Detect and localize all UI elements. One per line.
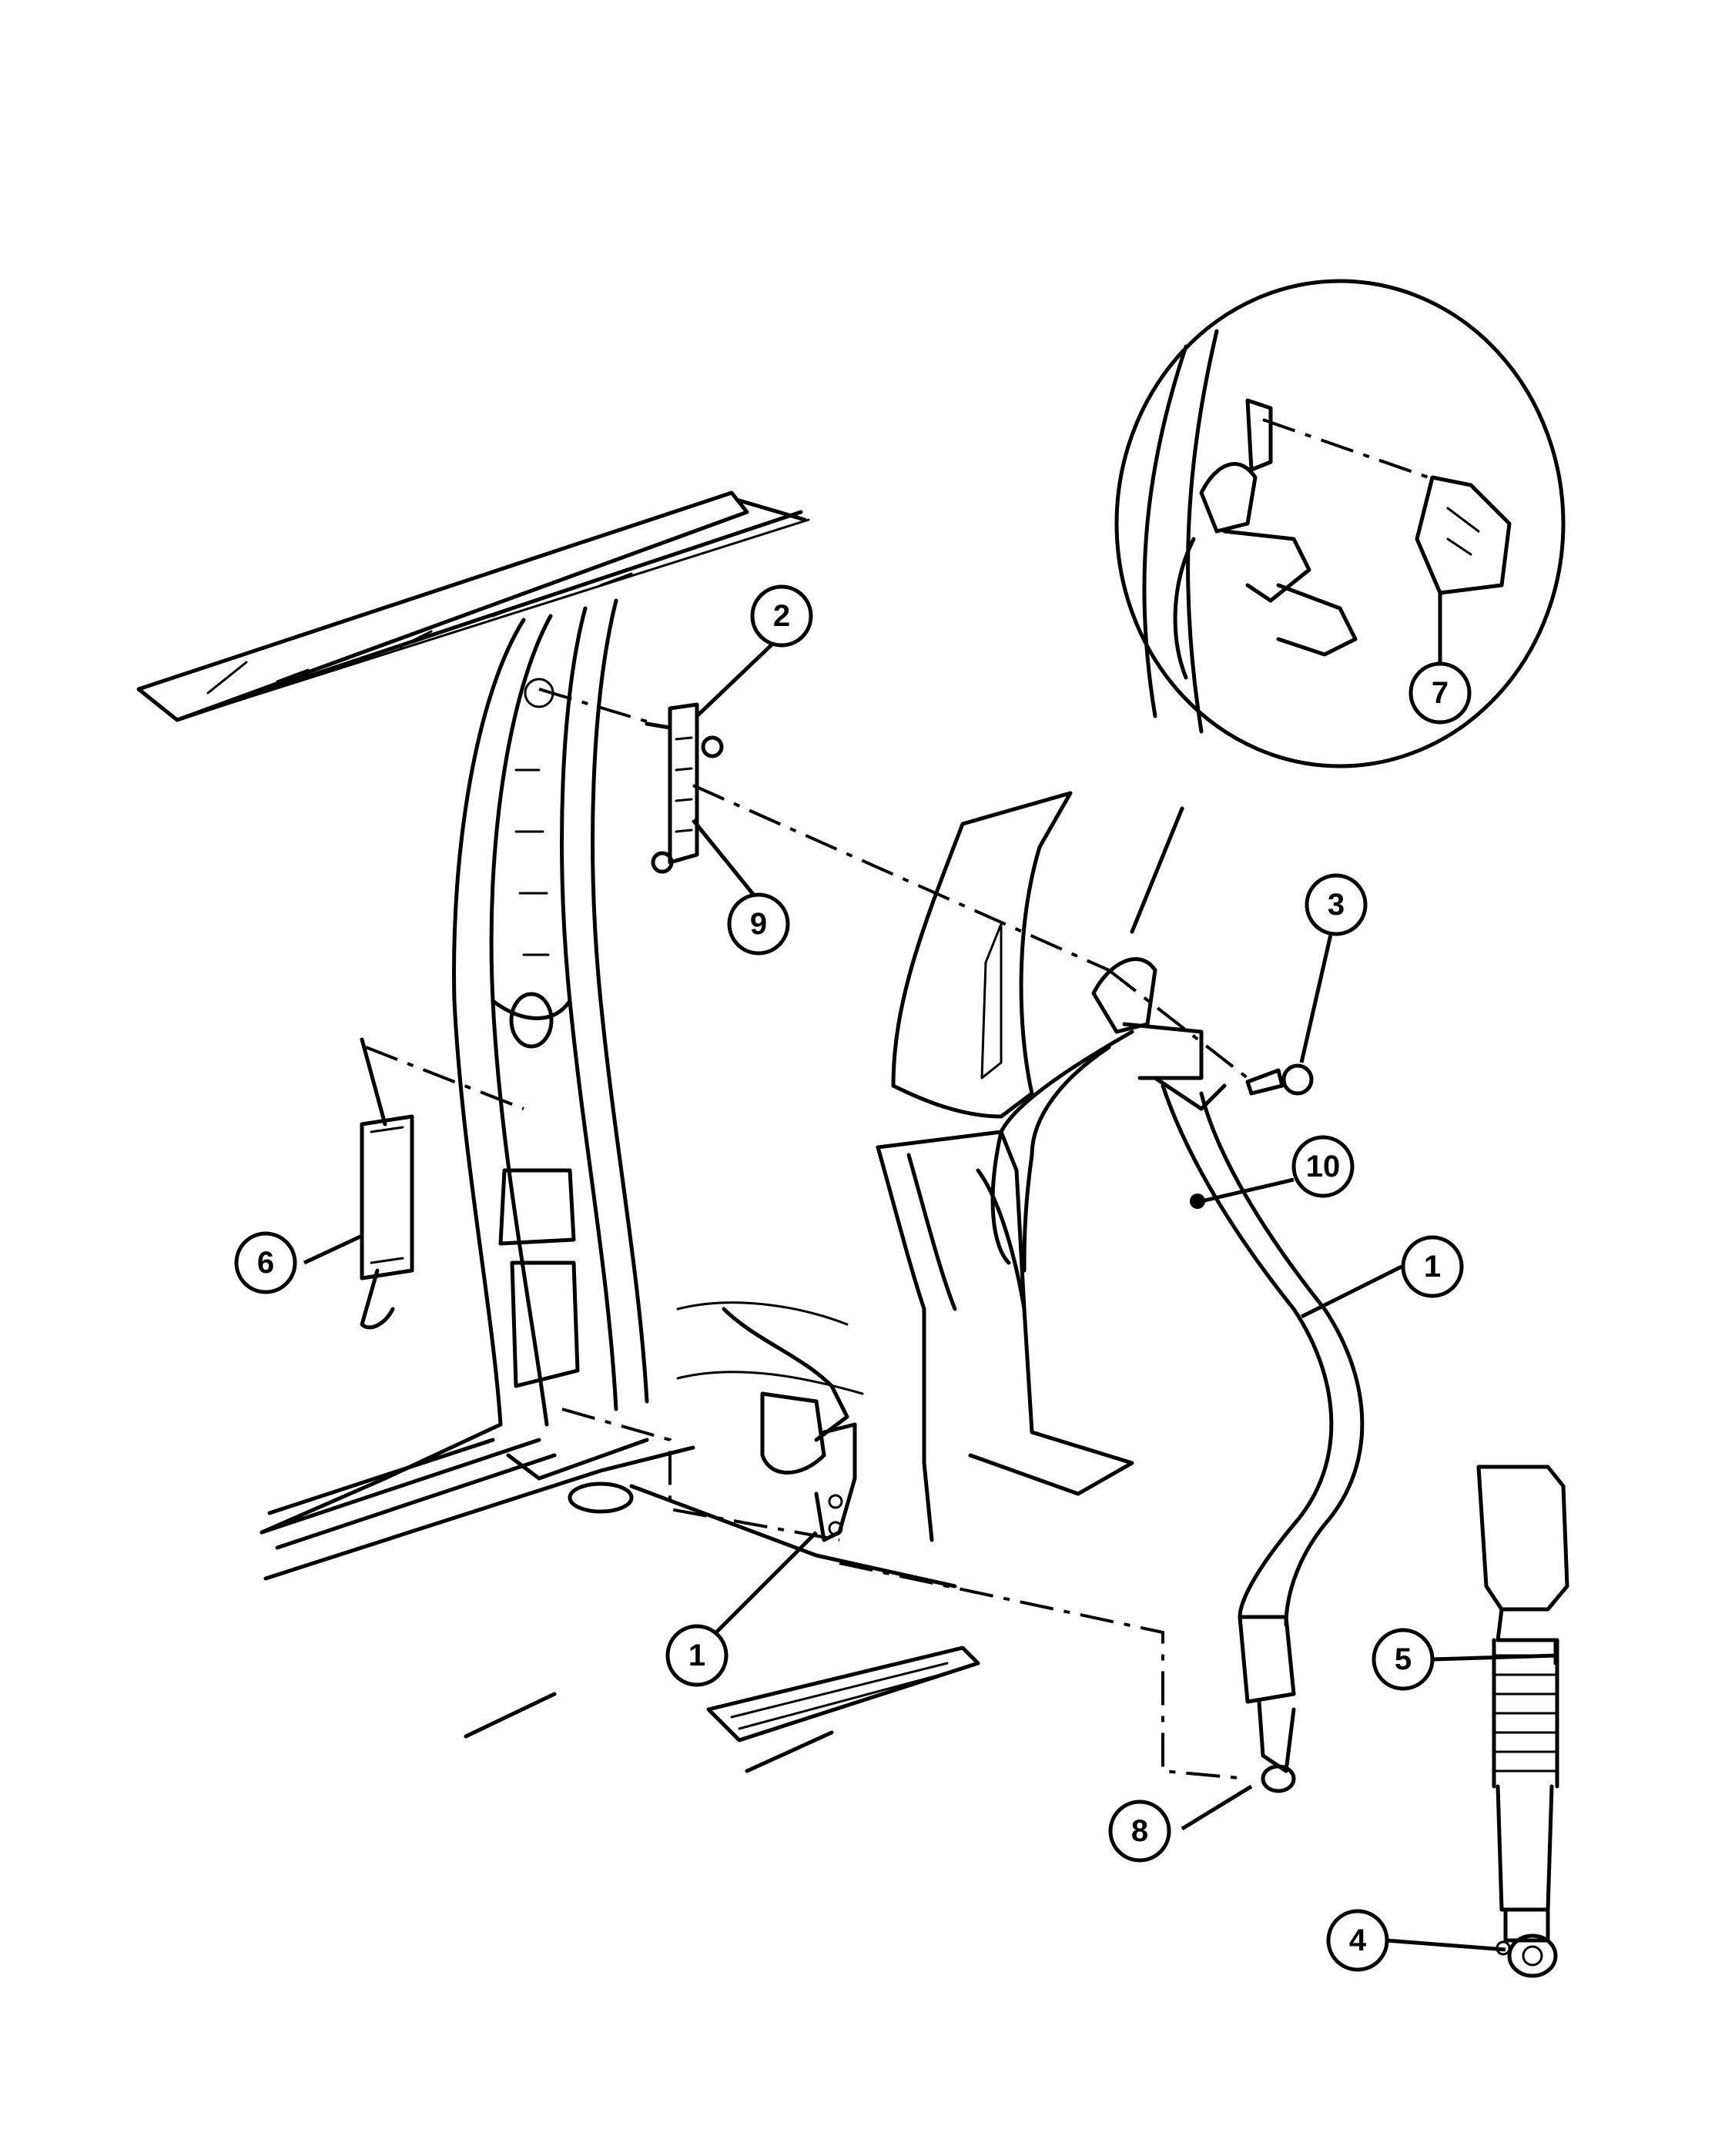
callout-label: 4	[1349, 1923, 1367, 1957]
callout-label: 7	[1432, 676, 1449, 710]
callout-3: 3	[1305, 873, 1368, 936]
callout-label: 8	[1131, 1814, 1148, 1848]
callout-6: 6	[234, 1231, 297, 1294]
callout-5: 5	[1372, 1628, 1435, 1691]
b-pillar-trim	[706, 791, 1134, 1743]
callout-1-upper: 1	[1401, 1235, 1464, 1298]
part-3-bolt	[1107, 969, 1314, 1096]
seat-belt-webbing	[990, 957, 1365, 1793]
callout-label: 10	[1306, 1150, 1341, 1183]
callout-label: 2	[773, 599, 790, 633]
callout-7: 7	[1408, 661, 1472, 725]
callout-label: 5	[1395, 1642, 1412, 1676]
callout-label: 9	[750, 907, 767, 941]
roof-rail	[136, 490, 810, 722]
callout-8: 8	[1108, 1799, 1171, 1863]
callout-label: 3	[1328, 888, 1345, 922]
callout-4: 4	[1326, 1909, 1389, 1972]
part-6-trim-panel	[360, 1037, 524, 1330]
callout-10: 10	[1291, 1135, 1355, 1198]
callout-label: 1	[1424, 1250, 1441, 1284]
callout-label: 6	[257, 1246, 274, 1280]
callout-label: 1	[688, 1639, 705, 1672]
callout-1-lower: 1	[665, 1624, 729, 1687]
retractor-assembly	[561, 1307, 1248, 1780]
detail-view	[1114, 279, 1566, 934]
callout-9: 9	[727, 892, 790, 956]
leader-lines	[303, 593, 1558, 1952]
b-pillar-inner	[260, 598, 695, 1581]
part-2-height-adjuster	[538, 688, 1110, 972]
floor-lines	[464, 1301, 957, 1773]
part-5-buckle	[1476, 1465, 1569, 1978]
callout-2: 2	[750, 584, 813, 648]
